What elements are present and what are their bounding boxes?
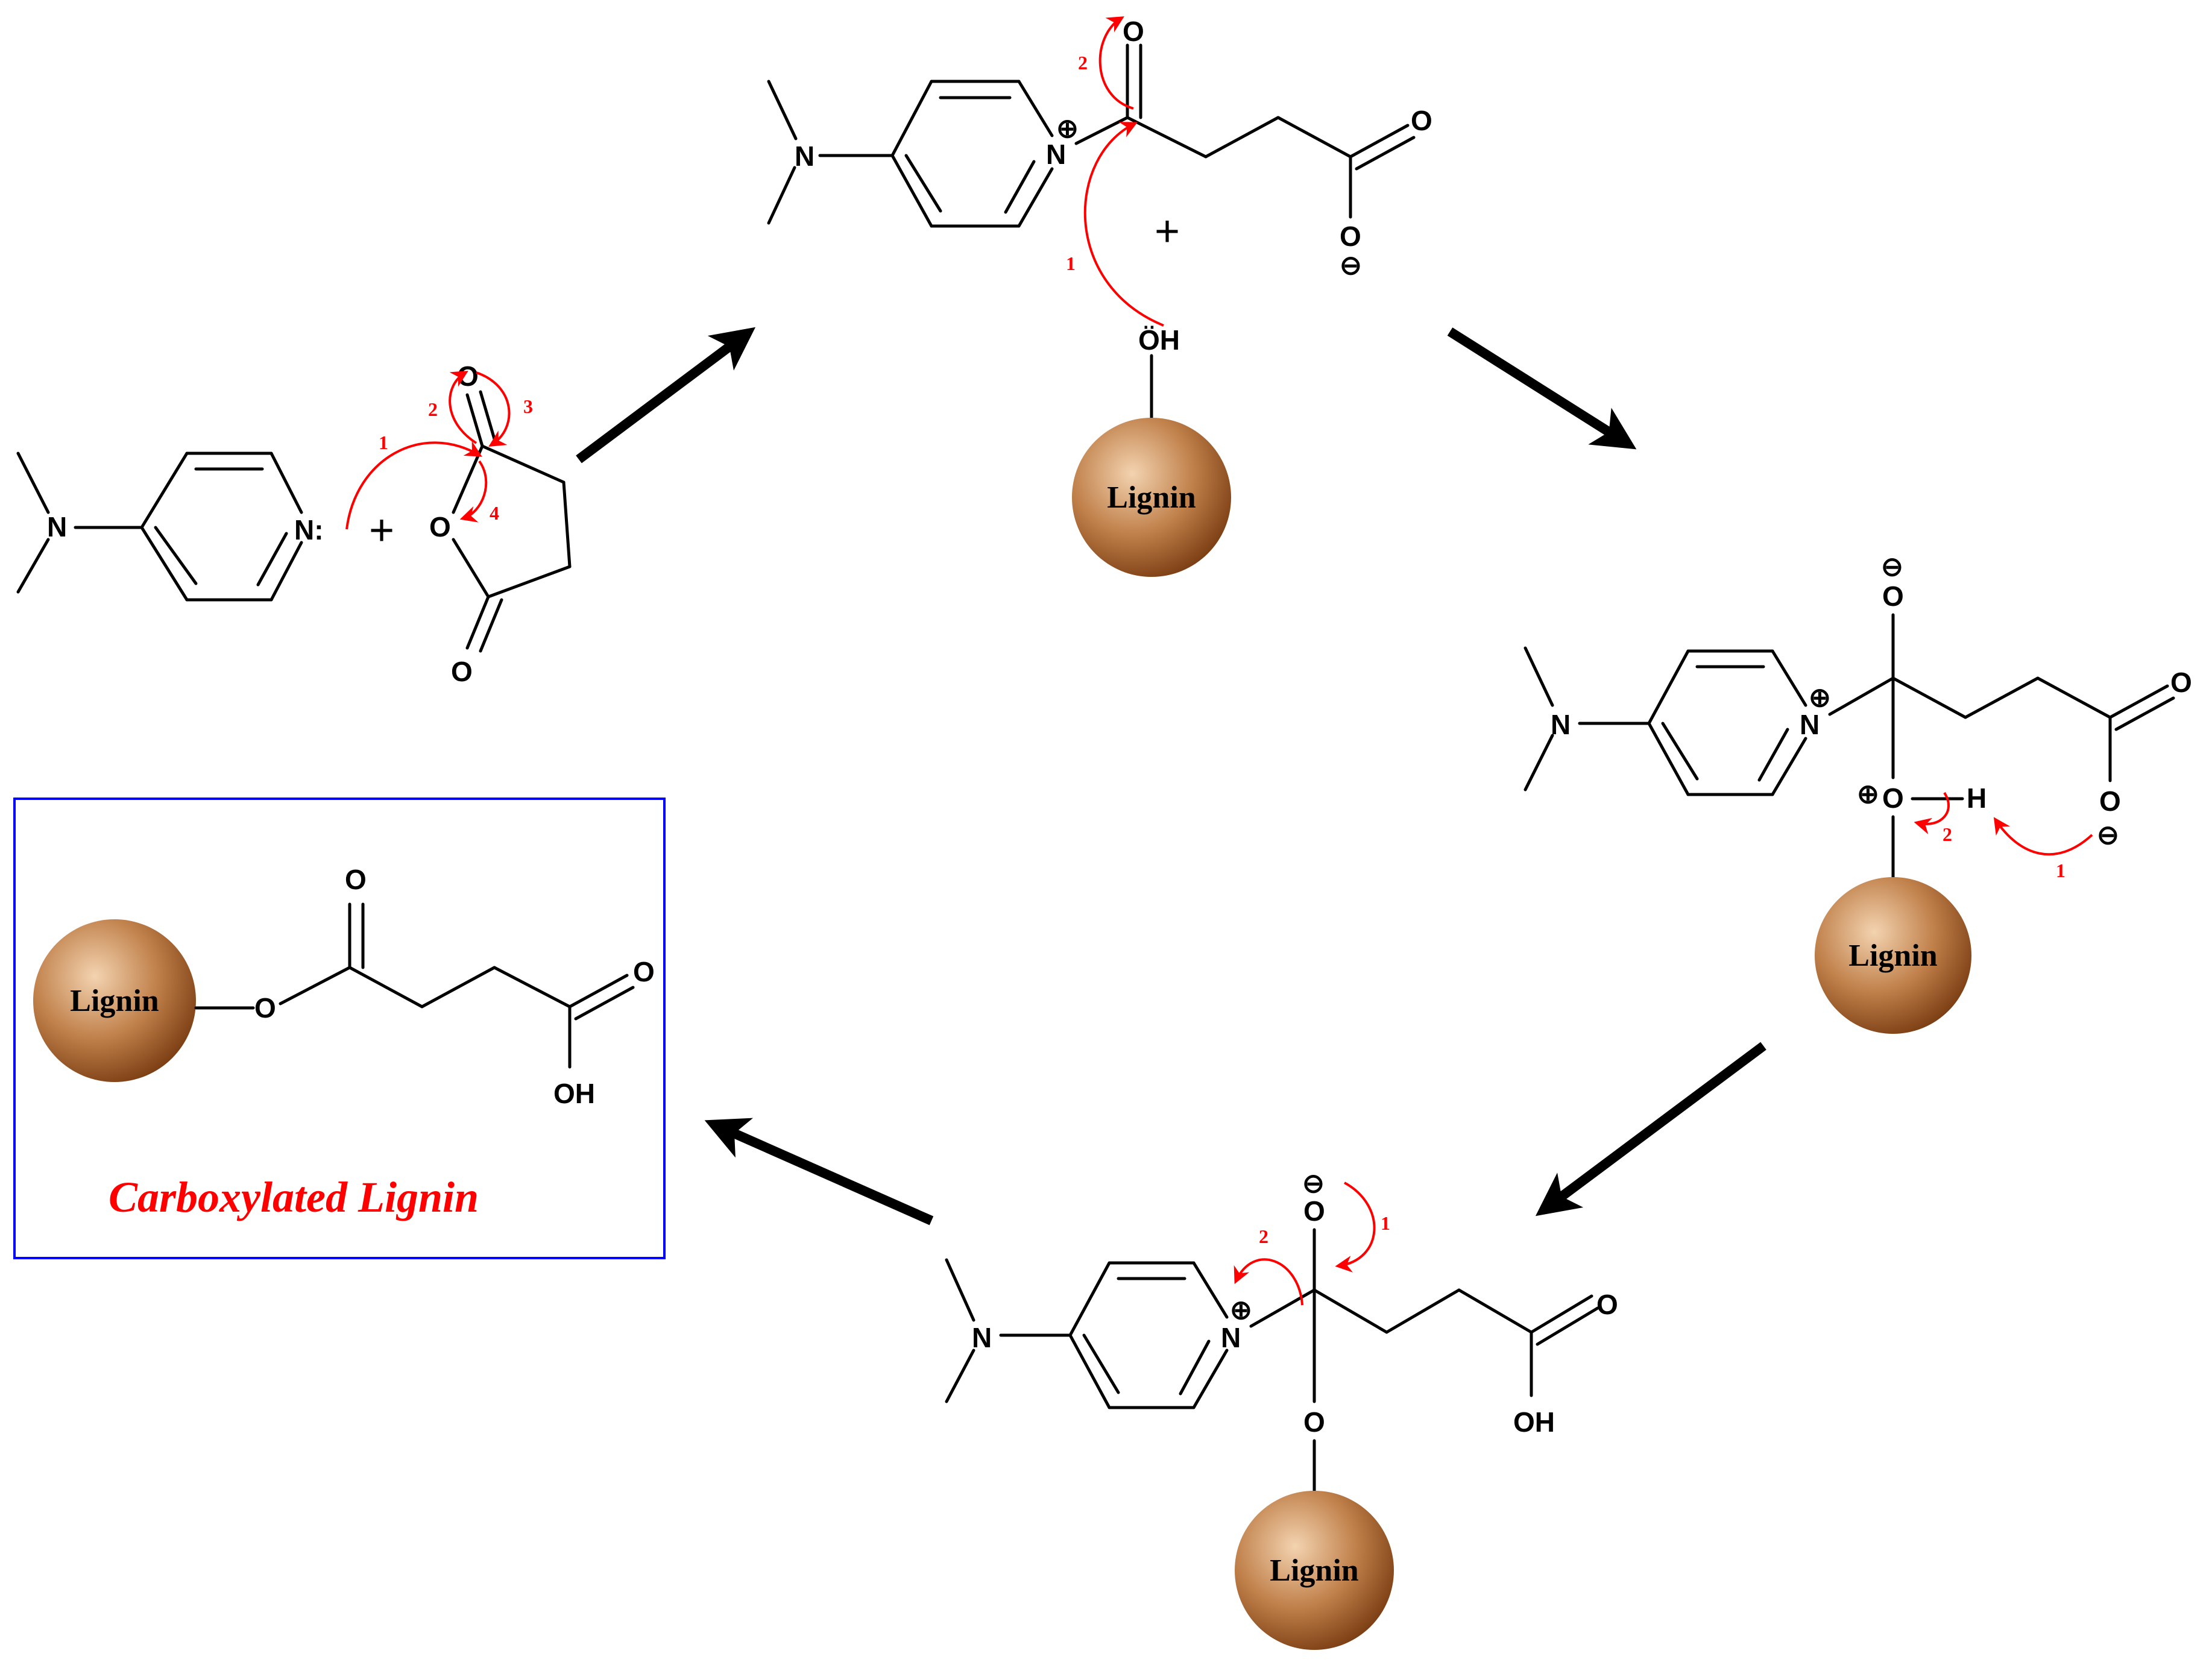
charge-plus-n: ⊕	[1230, 1295, 1252, 1325]
acylpyridinium-intermediate: N N ⊕ O O O ⊖	[767, 16, 1432, 280]
plus-sign: +	[1155, 207, 1180, 256]
atom-oh: OH	[1513, 1406, 1555, 1438]
charge-minus-o: ⊖	[2097, 820, 2119, 850]
lignin-bead	[1815, 877, 1971, 1034]
atom-oh-lone-pair: ÖH	[1138, 324, 1180, 356]
reaction-arrow-2	[1447, 327, 1637, 450]
atom-o-carboxylate-top: O	[2170, 667, 2192, 698]
lignin-bead	[1072, 418, 1231, 577]
step-label-2: 2	[1943, 823, 1952, 845]
atom-o-carboxylate-bottom: O	[1340, 221, 1361, 252]
atom-o-oxyanion: O	[1303, 1195, 1325, 1227]
atom-n-amine: N	[795, 140, 815, 172]
atom-o-oxyanion: O	[1882, 581, 1904, 612]
atom-o-carbonyl: O	[345, 864, 367, 895]
lignin-bead-label: Lignin	[1107, 480, 1196, 515]
mechanism-arrows-step1: 1 2 3 4	[345, 371, 533, 530]
atom-n-amine: N	[47, 511, 67, 543]
step-label-3: 3	[523, 395, 533, 417]
lignin-hydroxyl: ÖH Lignin	[1072, 324, 1231, 577]
charge-plus-n: ⊕	[1056, 114, 1079, 143]
lignin-bead-label: Lignin	[70, 984, 159, 1018]
mechanism-arrows-step4: 1 2	[1234, 1182, 1390, 1306]
reaction-arrow-3	[1535, 1042, 1766, 1216]
atom-n-amine: N	[1551, 709, 1571, 740]
reaction-arrows	[576, 327, 1766, 1226]
atom-o-carboxylate-bottom: O	[2099, 785, 2121, 817]
charge-plus-n: ⊕	[1809, 683, 1831, 713]
atom-o-carbonyl: O	[1596, 1289, 1618, 1320]
atom-o-ester: O	[1303, 1406, 1325, 1438]
reaction-arrow-1	[576, 327, 756, 464]
charge-minus-o: ⊖	[1881, 552, 1903, 582]
atom-n-pyridinium: N	[1046, 139, 1066, 170]
atom-n-pyridinium: N	[1800, 709, 1820, 740]
carboxylated-lignin-structure: Lignin O O O OH	[33, 864, 655, 1109]
lignin-bead-label: Lignin	[1848, 939, 1937, 973]
atom-o-oxonium: O	[1882, 782, 1904, 814]
atom-n-pyridine: N:	[294, 514, 324, 546]
atom-n-amine: N	[972, 1322, 992, 1353]
lignin-bead	[1235, 1491, 1394, 1650]
charge-plus-o: ⊕	[1857, 779, 1879, 809]
step-label-1: 1	[2056, 860, 2065, 881]
tetrahedral-intermediate: N N ⊕ O ⊖ O O ⊖ O ⊕ H Lignin	[1524, 552, 2192, 1034]
step-label-2: 2	[1078, 52, 1088, 74]
atom-n-pyridinium: N	[1221, 1322, 1241, 1353]
reaction-arrow-4	[704, 1118, 934, 1226]
mechanism-arrows-step2: 1 2	[1066, 16, 1164, 327]
step-label-1: 1	[1381, 1212, 1390, 1234]
atom-o-carbonyl-bottom: O	[451, 656, 473, 687]
step-label-4: 4	[490, 502, 499, 524]
charge-minus-o: ⊖	[1340, 251, 1362, 280]
atom-o-ring: O	[429, 511, 451, 543]
lignin-bead-label: Lignin	[1270, 1553, 1358, 1588]
step-label-1: 1	[1066, 253, 1076, 274]
product-frame	[13, 798, 666, 1259]
charge-minus-o: ⊖	[1302, 1169, 1325, 1198]
plus-sign: +	[369, 506, 394, 555]
mechanism-arrows-step3: 1 2	[1914, 791, 2093, 881]
collapse-intermediate: N N ⊕ O ⊖ O OH O Lignin	[945, 1169, 1618, 1650]
atom-oh: OH	[553, 1078, 595, 1109]
atom-o-carboxylate-top: O	[1411, 105, 1432, 136]
lignin-bead	[33, 919, 196, 1082]
step-label-1: 1	[379, 432, 388, 453]
product-title: Carboxylated Lignin	[109, 1173, 479, 1221]
step-label-2: 2	[1259, 1226, 1268, 1247]
atom-h: H	[1967, 782, 1987, 814]
atom-o-acyl: O	[1123, 16, 1144, 47]
dmap-molecule-start: N N:	[16, 452, 324, 602]
atom-o-ester: O	[254, 992, 276, 1024]
atom-o-acid-carbonyl: O	[633, 956, 655, 987]
step-label-2: 2	[428, 398, 438, 420]
